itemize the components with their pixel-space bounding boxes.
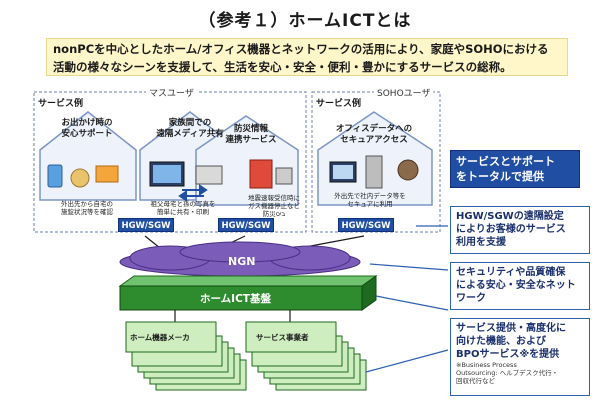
service-3-line-1: 防災情報 [233, 124, 268, 134]
right-box-2-line-3: 利用を支援 [456, 237, 506, 248]
device-alarm-icon [249, 159, 293, 189]
device-tv-icon [149, 161, 223, 187]
right-box-1-line-2: をトータルで提供 [456, 170, 544, 183]
ict-platform-shape [118, 275, 378, 311]
device-pc-icon [329, 155, 419, 189]
note-1: 外出先から自宅の 施錠状況等を確認 [40, 200, 134, 216]
service-2-line-2: 遠隔メディア共有 [156, 129, 224, 139]
service-1-line-2: 安心サポート [61, 129, 113, 139]
summary-box: nonPCを中心としたホーム/オフィス機器とネットワークの活用により、家庭やSO… [46, 38, 568, 76]
stack-left-label: ホーム機器メーカ [130, 333, 190, 342]
note-soho-line-2: セキュアに利用 [347, 200, 393, 208]
right-box-4: サービス提供・高度化に 向けた機能、および BPOサービス※を提供 ※Busin… [450, 318, 590, 396]
stack-left [125, 321, 247, 391]
share-arrows [178, 184, 208, 202]
service-2: 家族間での 遠隔メディア共有 [138, 118, 242, 140]
note-2-line-1: 祖父母宅と孫の写真を [150, 200, 216, 208]
right-box-4-footnote-1: ※Business Process [456, 361, 517, 369]
stack-right [245, 321, 367, 391]
hgw-box-1: HGW/SGW [118, 218, 174, 232]
hgw-box-2: HGW/SGW [218, 218, 274, 232]
service-3-line-2: 連携サービス [225, 135, 277, 145]
service-1-line-1: お出かけ時の [61, 118, 113, 128]
ngn-cloud [119, 241, 361, 277]
right-box-4-line-3: BPOサービス※を提供 [456, 349, 560, 360]
right-box-4-line-1: サービス提供・高度化に [456, 323, 566, 334]
right-box-2-line-1: HGW/SGWの遠隔設定 [456, 211, 564, 222]
right-box-4-footnote-3: 回収代行など [456, 377, 495, 385]
right-box-3: セキュリティや品質確保 による安心・安全なネット ワーク [450, 262, 590, 310]
note-2: 祖父母宅と孫の写真を 簡単に共有・印刷 [140, 200, 226, 216]
right-box-3-line-2: による安心・安全なネット [456, 280, 576, 291]
right-box-1-line-1: サービスとサポート [456, 155, 555, 168]
service-soho-line-1: オフィスデータへの [335, 124, 413, 134]
right-box-1: サービスとサポート をトータルで提供 [450, 150, 580, 188]
page-title: （参考１）ホームICTとは [198, 11, 412, 31]
mass-service-tag: サービス例 [38, 99, 84, 109]
note-3-line-2: ガス機器停止など [248, 202, 300, 210]
ngn-label: NGN [228, 255, 256, 268]
hgw-box-soho: HGW/SGW [338, 218, 394, 232]
note-1-line-1: 外出先から自宅の [61, 200, 113, 208]
note-soho: 外出先で社内データ等を セキュアに利用 [322, 192, 418, 208]
right-box-3-line-1: セキュリティや品質確保 [456, 267, 566, 278]
right-box-2: HGW/SGWの遠隔設定 によりお客様のサービス 利用を支援 [450, 206, 590, 254]
note-3-line-3: 防災ביס [262, 210, 286, 218]
service-soho-line-2: セキュアアクセス [340, 135, 408, 145]
right-box-4-line-2: 向けた機能、および [456, 336, 546, 347]
stack-right-label: サービス事業者 [256, 333, 309, 342]
note-soho-line-1: 外出先で社内データ等を [334, 192, 406, 200]
note-3-line-1: 地震速報受信時に [248, 194, 300, 202]
right-box-4-footnote-2: Outsourcing: ヘルプデスク代行・ [456, 369, 559, 377]
soho-user-frame [311, 91, 441, 233]
ict-platform-label: ホームICT基盤 [200, 293, 271, 305]
device-phone-icon [47, 164, 119, 188]
summary-line-1: nonPCを中心としたホーム/オフィス機器とネットワークの活用により、家庭やSO… [53, 42, 549, 56]
soho-service-tag: サービス例 [316, 99, 362, 109]
soho-group-label: SOHOユーザ [374, 86, 434, 99]
service-3: 防災情報 連携サービス [216, 124, 286, 146]
mass-group-label: マスユーザ [146, 86, 197, 99]
note-3: 地震速報受信時に ガス機器停止など 防災ביס [246, 194, 302, 218]
right-box-3-line-3: ワーク [456, 293, 486, 304]
service-2-line-1: 家族間での [168, 118, 212, 128]
service-1: お出かけ時の 安心サポート [40, 118, 134, 140]
summary-line-2: 活動の様々なシーンを支援して、生活を安心・安全・便利・豊かにするサービスの総称。 [53, 60, 512, 74]
note-1-line-2: 施錠状況等を確認 [61, 208, 113, 216]
right-box-2-line-2: によりお客様のサービス [456, 224, 566, 235]
service-soho: オフィスデータへの セキュアアクセス [326, 124, 422, 146]
note-2-line-2: 簡単に共有・印刷 [157, 208, 209, 216]
